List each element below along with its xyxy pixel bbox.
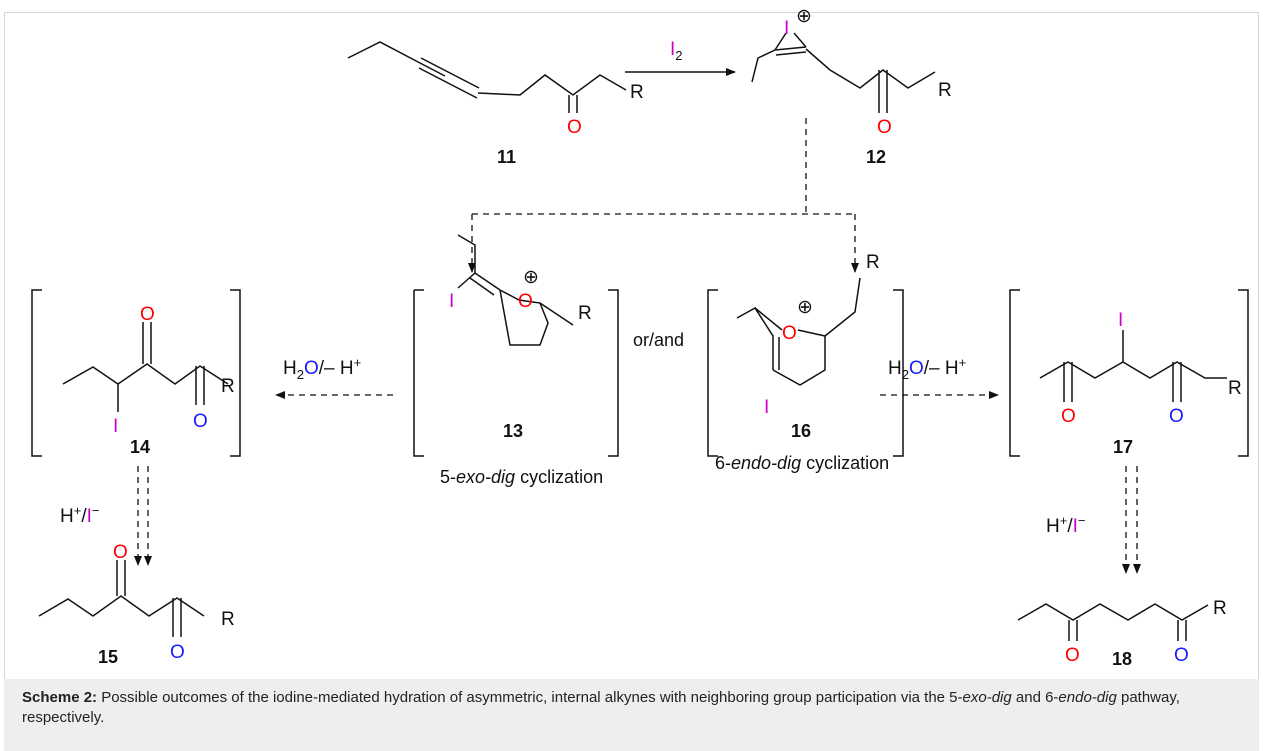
label-13: 13 [503, 421, 523, 441]
c12-oxygen: O [877, 117, 892, 138]
c12-iodine: I [784, 18, 789, 39]
caption-text-c: pathway, respectively. [22, 689, 1180, 726]
compound-13 [413, 234, 619, 457]
c13-r-group: R [578, 303, 592, 324]
or-and-label: or/and [633, 330, 684, 350]
reagent-iodine: I2 [670, 39, 683, 63]
label-16: 16 [791, 421, 811, 441]
reagent-water-right: H2O/– H+ [888, 355, 966, 382]
c14-iodine: I [113, 416, 118, 437]
caption-italic-b: endo-dig [1058, 689, 1117, 706]
c11-r-group: R [630, 82, 644, 103]
c13-oxygen: O [518, 291, 533, 312]
c17-iodine: I [1118, 310, 1123, 331]
c14-oxygen-bottom: O [193, 411, 208, 432]
c17-oxygen-right: O [1169, 406, 1184, 427]
compound-15 [38, 560, 205, 637]
arrow-14-15 [134, 466, 152, 566]
reaction-scheme: O R 11 I2 I ⊕ O R 12 I O ⊕ R 13 [31, 6, 1249, 669]
compound-14 [31, 289, 241, 457]
c18-r-group: R [1213, 598, 1227, 619]
reagent-water-left: H2O/– H+ [283, 355, 361, 382]
c16-iodine: I [764, 397, 769, 418]
c13-plus-charge: ⊕ [523, 267, 539, 288]
compound-18 [1017, 603, 1209, 641]
c15-r-group: R [221, 609, 235, 630]
c17-r-group: R [1228, 378, 1242, 399]
c17-oxygen-left: O [1061, 406, 1076, 427]
c15-oxygen-bottom: O [170, 642, 185, 663]
reagent-acid-right: H+/I− [1046, 513, 1085, 537]
label-12: 12 [866, 147, 886, 167]
label-11: 11 [497, 147, 516, 167]
c12-plus-charge: ⊕ [796, 6, 812, 27]
scheme-frame [4, 12, 1259, 751]
compound-16 [707, 277, 904, 457]
label-17: 17 [1113, 437, 1133, 457]
c14-r-group: R [221, 376, 235, 397]
c18-oxygen-left: O [1065, 645, 1080, 666]
caption-text-b: and 6- [1011, 689, 1059, 706]
caption-lead: Scheme 2: [22, 689, 98, 706]
reagent-acid-left: H+/I− [60, 503, 99, 527]
compound-17 [1009, 289, 1249, 457]
c16-oxygen: O [782, 323, 797, 344]
branch-arrows [468, 118, 859, 273]
compound-12 [751, 32, 936, 113]
compound-11 [347, 41, 627, 113]
c14-oxygen-top: O [140, 304, 155, 325]
endo-dig-label: 6-endo-dig cyclization [715, 453, 889, 473]
arrow-17-18 [1122, 466, 1141, 574]
label-14: 14 [130, 437, 150, 457]
caption-text-a: Possible outcomes of the iodine-mediated… [97, 689, 963, 706]
c11-oxygen: O [567, 117, 582, 138]
caption-italic-a: exo-dig [962, 689, 1012, 706]
c18-oxygen-right: O [1174, 645, 1189, 666]
label-15: 15 [98, 647, 118, 667]
c13-iodine: I [449, 291, 454, 312]
c16-plus-charge: ⊕ [797, 297, 813, 318]
scheme-caption: Scheme 2: Possible outcomes of the iodin… [4, 679, 1259, 751]
c12-r-group: R [938, 80, 952, 101]
label-18: 18 [1112, 649, 1132, 669]
c15-oxygen-top: O [113, 542, 128, 563]
exo-dig-label: 5-exo-dig cyclization [440, 467, 603, 487]
c16-r-group: R [866, 252, 880, 273]
